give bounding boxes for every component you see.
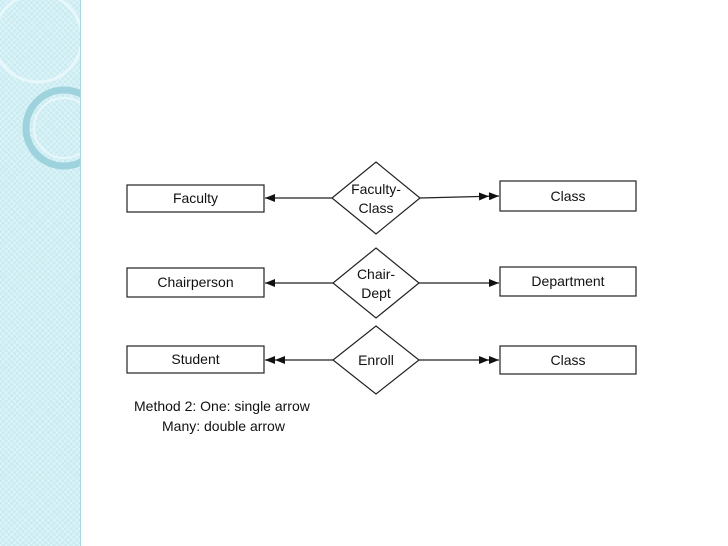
band-decoration: [0, 0, 80, 170]
relationship-chair-dept: [332, 247, 420, 319]
entity-student-label: Student: [171, 351, 219, 367]
caption-line-2: Many: double arrow: [162, 418, 285, 434]
relationship-faculty-class-label-2: Class: [358, 200, 393, 216]
entity-class-1-label: Class: [550, 188, 585, 204]
relationship-faculty-class: [331, 161, 421, 235]
relationship-faculty-class-label-1: Faculty-: [351, 181, 401, 197]
row-faculty-class: Faculty Faculty- Class Class: [126, 161, 637, 235]
entity-department-label: Department: [531, 273, 604, 289]
entity-faculty-label: Faculty: [173, 190, 218, 206]
decor-ring-bottom: [22, 86, 80, 170]
relationship-enroll-label: Enroll: [358, 352, 394, 368]
relationship-chair-dept-label-1: Chair-: [357, 266, 395, 282]
entity-department: [499, 266, 637, 297]
entity-class-2-label: Class: [550, 352, 585, 368]
relationship-chair-dept-label-2: Dept: [361, 285, 391, 301]
row-chair-dept: Chairperson Chair- Dept Department: [126, 247, 637, 319]
entity-chairperson: [126, 267, 265, 298]
decor-ring-inner: [33, 97, 80, 159]
decor-ring-top: [0, 0, 80, 84]
relationship-enroll: [332, 325, 420, 395]
connector-faculty-class: [419, 192, 500, 201]
entity-faculty: [126, 184, 265, 213]
entity-chairperson-label: Chairperson: [157, 274, 233, 290]
entity-class-1: [499, 180, 637, 212]
entity-class-2: [499, 345, 637, 375]
entity-student: [126, 345, 265, 374]
row-enroll: Student Enroll Class: [126, 325, 637, 395]
caption-line-1: Method 2: One: single arrow: [134, 398, 310, 414]
